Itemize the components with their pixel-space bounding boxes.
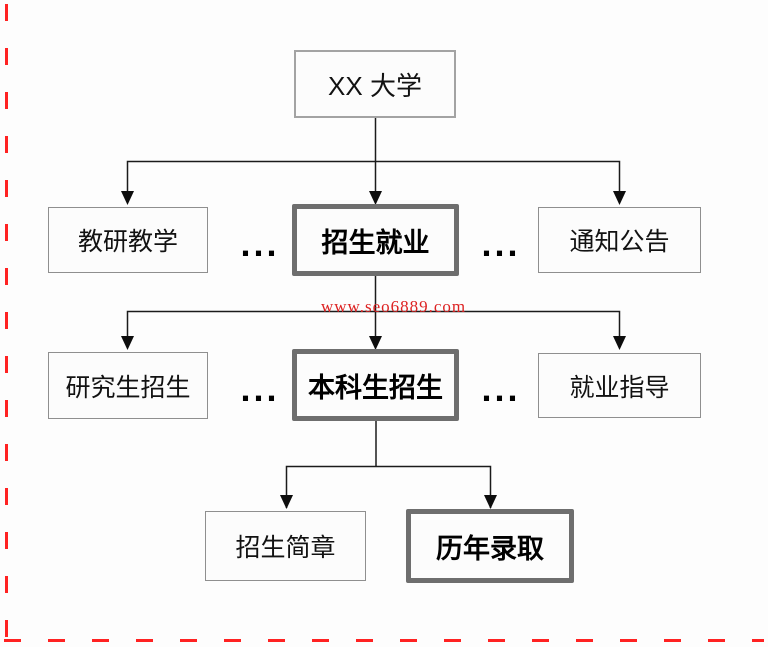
node-graduate-admissions: 研究生招生 — [48, 352, 208, 419]
node-past-admission-records: 历年录取 — [406, 509, 574, 583]
watermark-url-text: www.seo6889.com — [321, 297, 467, 316]
node-employment-guidance: 就业指导 — [538, 353, 701, 418]
node-undergraduate-admissions: 本科生招生 — [292, 349, 459, 421]
node-xx-university: XX 大学 — [294, 50, 456, 118]
ellipsis-level3-right: ... — [481, 368, 521, 409]
node-label: XX 大学 — [328, 70, 422, 101]
node-admissions-employment: 招生就业 — [292, 204, 459, 276]
node-label: 通知公告 — [569, 228, 670, 256]
node-notices-announcements: 通知公告 — [538, 207, 701, 273]
crop-marks-left — [5, 4, 8, 644]
ellipsis-level3-left: ... — [240, 368, 280, 409]
node-label: 招生就业 — [321, 227, 430, 258]
ellipsis-level2-left: ... — [240, 223, 280, 264]
arrowheads — [121, 191, 626, 509]
node-label: 研究生招生 — [65, 373, 191, 402]
node-teaching-research: 教研教学 — [48, 207, 208, 273]
crop-marks-bottom — [4, 639, 764, 642]
node-label: 招生简章 — [235, 534, 336, 562]
node-admission-brochure: 招生简章 — [205, 511, 366, 581]
node-label: 历年录取 — [436, 533, 544, 564]
ellipsis-level2-right: ... — [481, 223, 521, 264]
node-label: 教研教学 — [77, 228, 178, 256]
node-label: 就业指导 — [569, 373, 670, 402]
node-label: 本科生招生 — [308, 372, 443, 403]
